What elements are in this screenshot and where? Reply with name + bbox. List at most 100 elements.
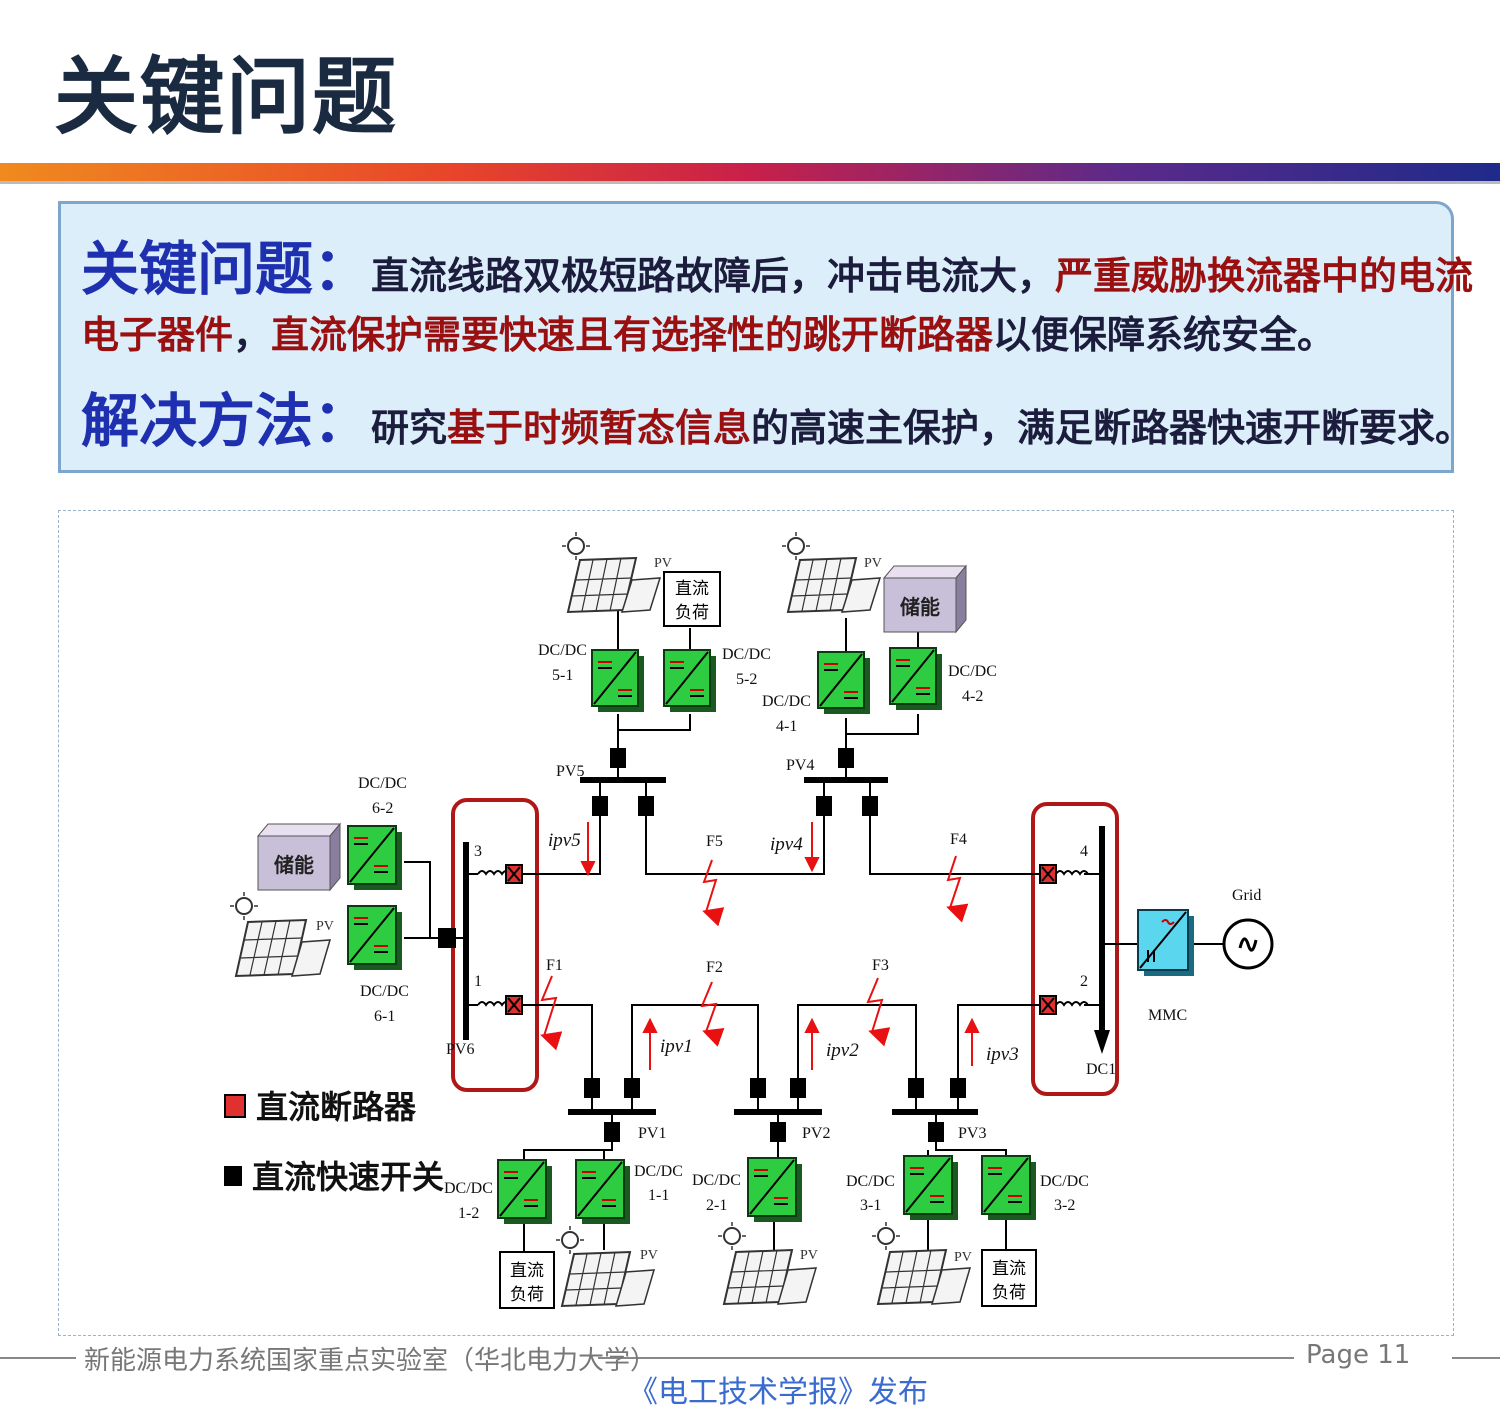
conv-id-4-2: 4-2	[962, 688, 983, 705]
solution-text-2: 的高速主保护，满足断路器快速开断要求。	[751, 406, 1474, 450]
inductors	[477, 870, 1090, 1007]
pv-panel-pv4: PV	[782, 532, 882, 614]
current-arrows	[580, 822, 980, 1070]
conv-id-3-1: 3-1	[860, 1197, 881, 1214]
breaker-icon	[224, 1094, 246, 1118]
key-issue-line-1: 关键问题：直流线路双极短路故障后，冲击电流大，严重威胁换流器中的电流	[81, 222, 1473, 306]
current-label-ipv2: ipv2	[826, 1040, 859, 1061]
mmc-converter	[1137, 909, 1194, 976]
pv-panel-pv5: PV	[562, 532, 672, 614]
dcdc-label-2-1: DC/DC	[692, 1172, 741, 1189]
load-box-pv1: 直流 负荷	[499, 1251, 555, 1309]
current-label-ipv1: ipv1	[660, 1036, 693, 1057]
bus-label-pv6: PV6	[446, 1041, 474, 1058]
fault-label-f1: F1	[546, 957, 563, 974]
key-issue-emphasis-1: 严重威胁换流器中的电流	[1055, 254, 1474, 298]
dcdc-label-4-1: DC/DC	[762, 693, 811, 710]
footer-rule-left	[0, 1357, 76, 1359]
converter-6-1	[347, 905, 402, 970]
dc-breakers	[505, 864, 1057, 1015]
fault-symbols	[540, 855, 969, 1051]
conv-id-1-2: 1-2	[458, 1205, 479, 1222]
svg-text:PV: PV	[654, 556, 672, 571]
footer-page-number: Page 11	[1306, 1340, 1411, 1370]
storage-left: 储能	[256, 822, 342, 892]
fast-switch-icon	[224, 1166, 242, 1186]
svg-text:PV: PV	[800, 1248, 818, 1263]
current-labels: ipv5 ipv4 ipv1 ipv2 ipv3	[548, 830, 1019, 1065]
svg-text:PV: PV	[316, 919, 334, 934]
converter-5-1	[591, 649, 644, 712]
key-issue-text-2: 以便保障系统安全。	[993, 313, 1336, 357]
converter-5-2	[663, 649, 716, 712]
converter-2-1	[747, 1157, 802, 1222]
conv-id-6-1: 6-1	[374, 1008, 395, 1025]
footer-lab: 新能源电力系统国家重点实验室（华北电力大学）	[84, 1346, 657, 1376]
pv-panel-pv2: PV	[718, 1222, 818, 1306]
fault-label-f2: F2	[706, 959, 723, 976]
storage-upper: 储能	[882, 564, 968, 634]
page-title: 关键问题	[54, 48, 399, 146]
load-label-pv1-1: 直流	[510, 1261, 544, 1280]
fault-label-f5: F5	[706, 833, 723, 850]
solution-text-1: 研究	[371, 406, 448, 450]
header-gradient-bar	[0, 163, 1500, 181]
storage-label-left: 储能	[274, 853, 314, 877]
load-box-top: 直流 负荷	[663, 571, 721, 627]
conv-id-3-2: 3-2	[1054, 1197, 1075, 1214]
footer-rule-mid	[598, 1357, 1294, 1359]
grid-label: Grid	[1232, 887, 1261, 904]
dcdc-converters	[347, 647, 1036, 1224]
port-label-2: 2	[1080, 973, 1088, 990]
conv-id-1-1: 1-1	[648, 1187, 669, 1204]
mmc-label: MMC	[1148, 1007, 1187, 1024]
port-label-3: 3	[474, 843, 482, 860]
key-issue-emphasis-3: 直流保护需要快速且有选择性的跳开断路器	[271, 313, 994, 357]
key-issue-label: 关键问题：	[81, 235, 372, 303]
converter-4-1	[817, 651, 870, 714]
pv-panel-pv1: PV	[556, 1226, 658, 1308]
converter-6-2	[347, 825, 402, 890]
solution-emphasis: 基于时频暂态信息	[447, 406, 752, 450]
dcdc-label-6-2: DC/DC	[358, 775, 407, 792]
key-issue-box: 关键问题：直流线路双极短路故障后，冲击电流大，严重威胁换流器中的电流 电子器件，…	[58, 201, 1473, 473]
current-label-ipv4: ipv4	[770, 834, 803, 855]
legend-breaker-label: 直流断路器	[256, 1088, 417, 1126]
diagram-frame	[58, 510, 1454, 1336]
svg-text:PV: PV	[864, 556, 882, 571]
dcdc-label-6-1: DC/DC	[360, 983, 409, 1000]
converter-3-2	[981, 1155, 1036, 1220]
load-label-pv1-2: 负荷	[510, 1285, 544, 1304]
port-label-1: 1	[474, 973, 482, 990]
load-label-top-2: 负荷	[675, 603, 709, 622]
footer-rule-right	[1452, 1357, 1500, 1359]
key-issue-line-2: 电子器件，直流保护需要快速且有选择性的跳开断路器以便保障系统安全。	[81, 304, 1335, 359]
conv-id-5-2: 5-2	[736, 671, 757, 688]
dcdc-label-1-1: DC/DC	[634, 1163, 683, 1180]
current-label-ipv5: ipv5	[548, 830, 581, 851]
dc1-bus-arrow	[1094, 1030, 1110, 1054]
dcdc-label-1-2: DC/DC	[444, 1180, 493, 1197]
converter-3-1	[903, 1155, 958, 1220]
dcdc-label-3-1: DC/DC	[846, 1173, 895, 1190]
svg-text:PV: PV	[954, 1250, 972, 1265]
bus-label-pv1: PV1	[638, 1125, 666, 1142]
key-issue-comma: ，	[233, 313, 272, 357]
current-label-ipv3: ipv3	[986, 1044, 1019, 1065]
converter-1-2	[497, 1159, 552, 1224]
bus-label-pv3: PV3	[958, 1125, 986, 1142]
load-label-pv3-1: 直流	[992, 1259, 1026, 1278]
dcdc-label-5-2: DC/DC	[722, 646, 771, 663]
converter-1-1	[575, 1159, 630, 1224]
converter-4-2	[889, 647, 942, 710]
pv-panel-pv3: PV	[872, 1222, 972, 1306]
publication-caption: 《电工技术学报》发布	[628, 1375, 928, 1410]
bus-label-pv5: PV5	[556, 763, 584, 780]
diagram-labels: DC/DC 5-1 DC/DC 5-2 DC/DC 4-1 DC/DC 4-2 …	[358, 642, 1261, 1222]
header-divider	[0, 181, 1500, 184]
conv-id-2-1: 2-1	[706, 1197, 727, 1214]
dc-fast-switches	[438, 748, 966, 1142]
storage-label-upper: 储能	[900, 595, 940, 619]
svg-text:PV: PV	[640, 1248, 658, 1263]
